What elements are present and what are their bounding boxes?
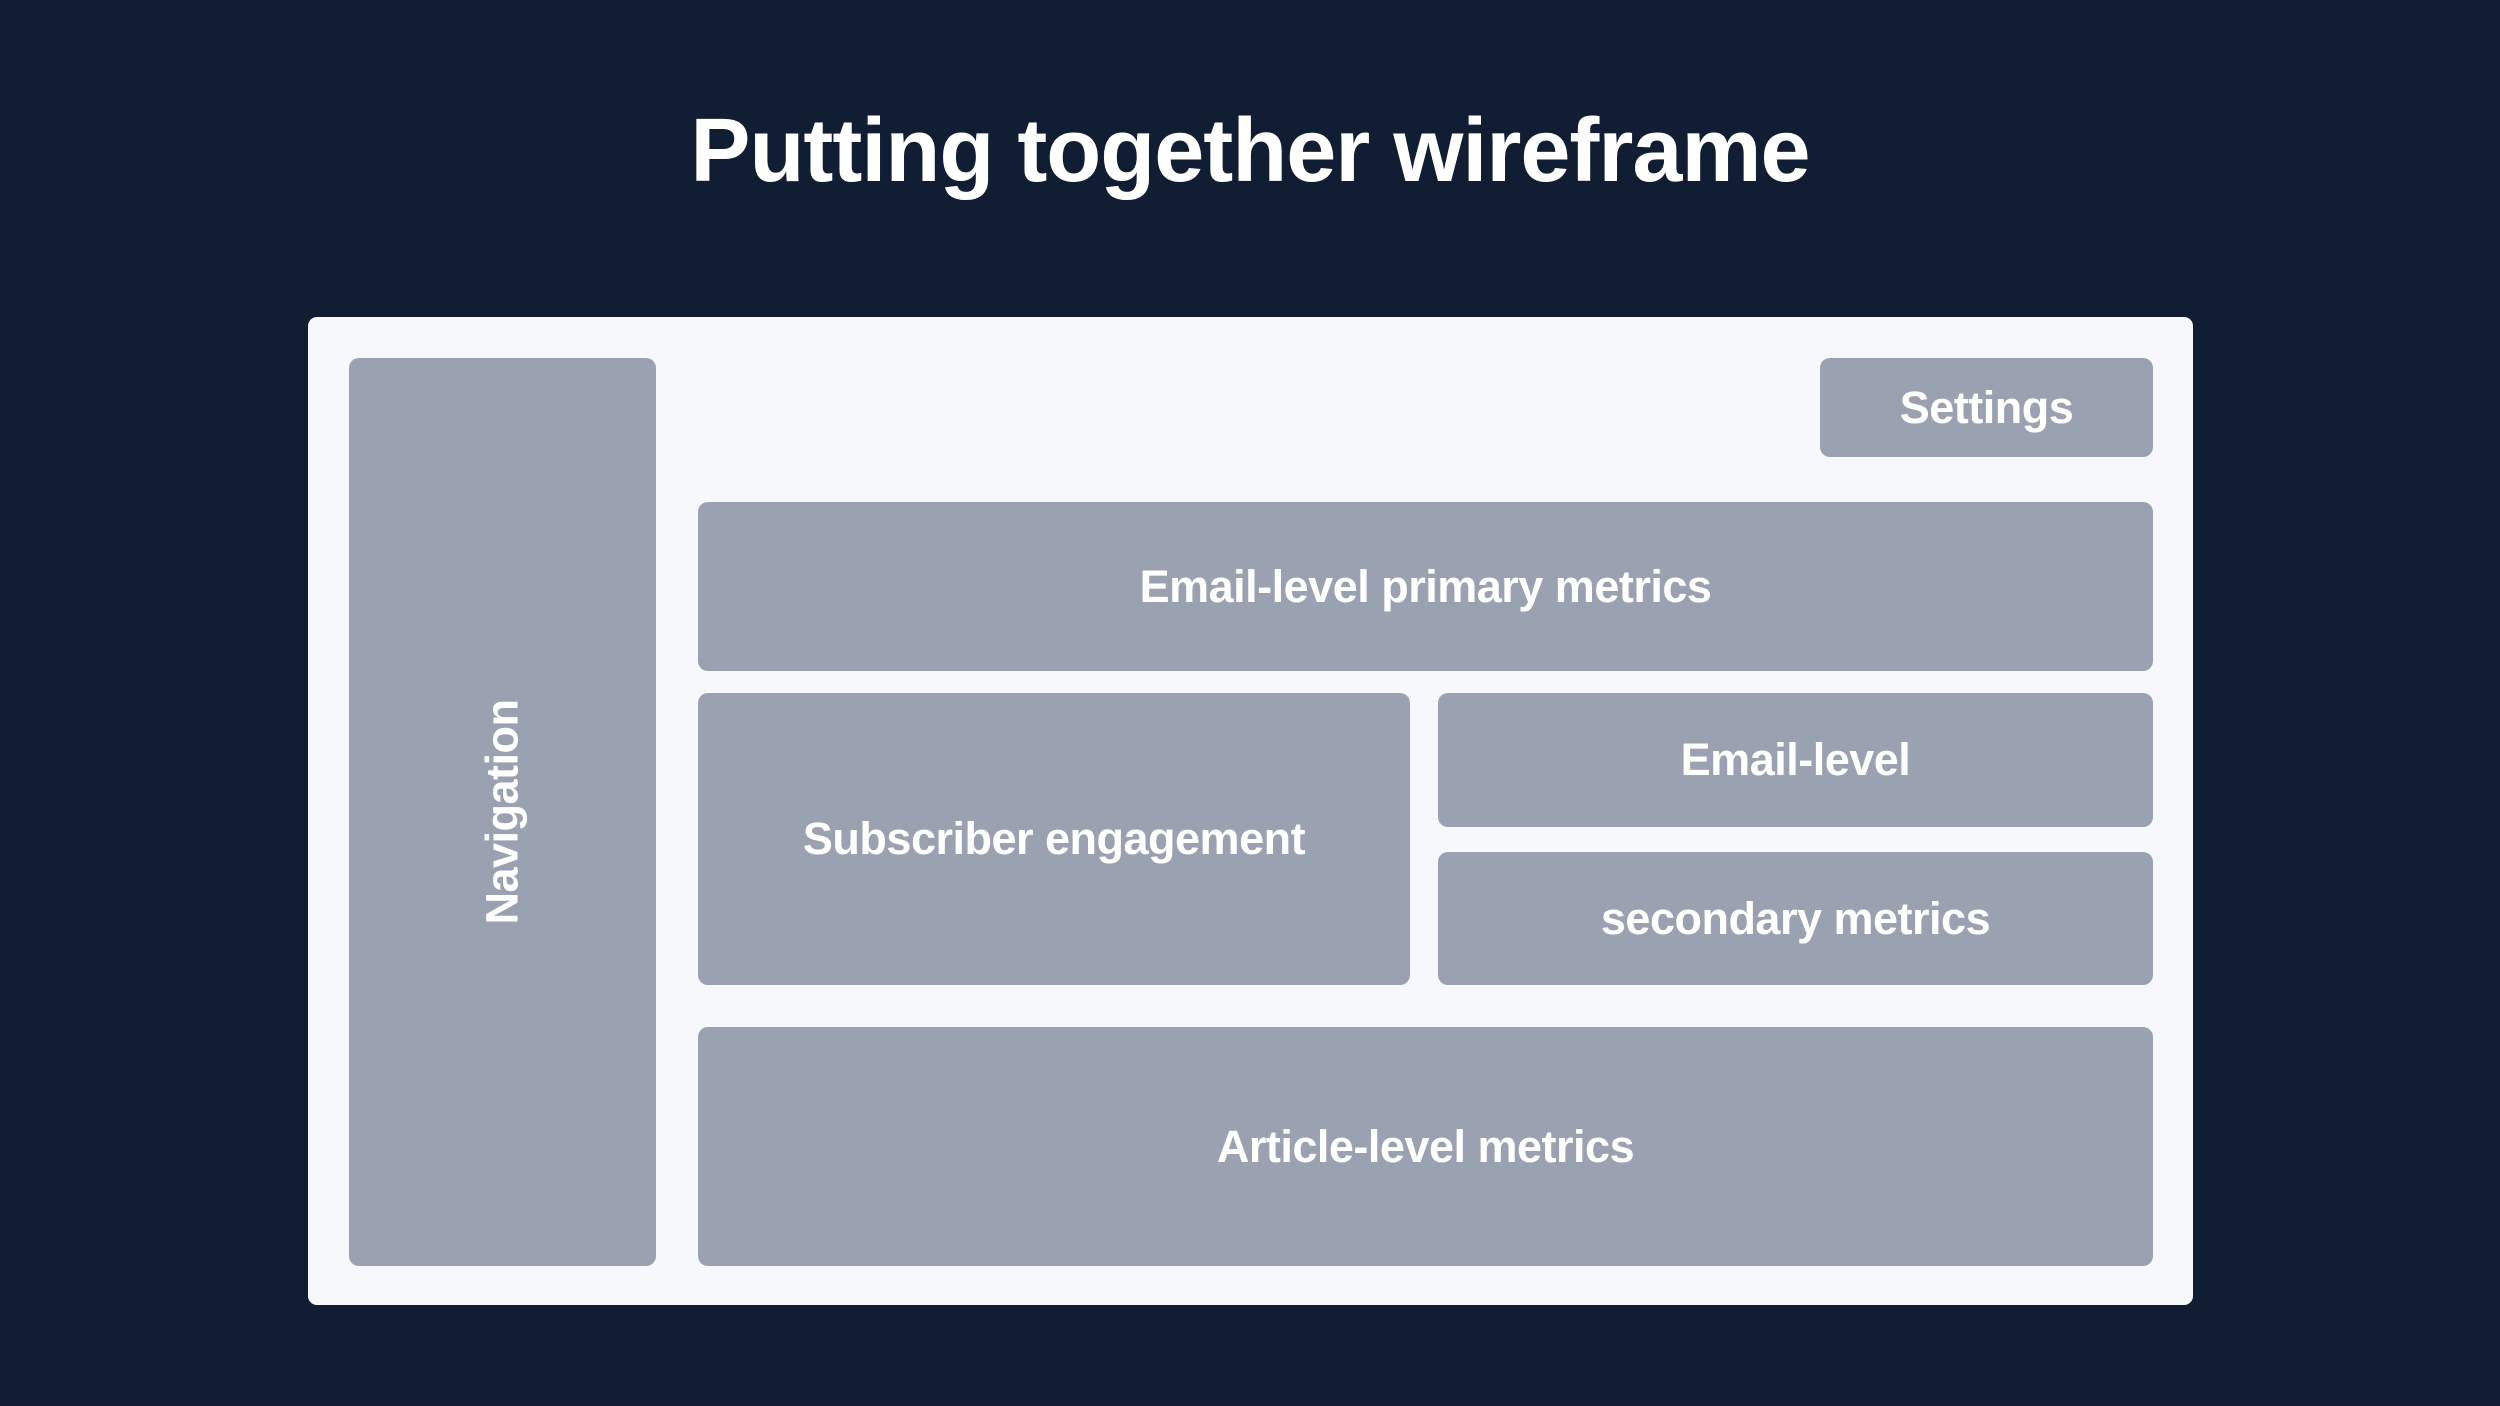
article-metrics-block: Article-level metrics — [698, 1027, 2153, 1266]
settings-row: Settings — [698, 358, 2153, 457]
wireframe-panel: Navigation Settings Email-level primary … — [308, 317, 2193, 1305]
secondary-metrics-block: secondary metrics — [1438, 852, 2153, 985]
email-primary-metrics-block: Email-level primary metrics — [698, 502, 2153, 671]
email-level-block: Email-level — [1438, 693, 2153, 827]
page-title: Putting together wireframe — [690, 101, 1810, 201]
middle-row: Subscriber engagement Email-level second… — [698, 693, 2153, 985]
navigation-block: Navigation — [349, 358, 656, 1266]
navigation-label: Navigation — [476, 699, 528, 925]
subscriber-engagement-block: Subscriber engagement — [698, 693, 1410, 985]
wireframe-content-area: Settings Email-level primary metrics Sub… — [698, 358, 2153, 1266]
email-secondary-column: Email-level secondary metrics — [1438, 693, 2153, 985]
settings-block: Settings — [1820, 358, 2153, 457]
